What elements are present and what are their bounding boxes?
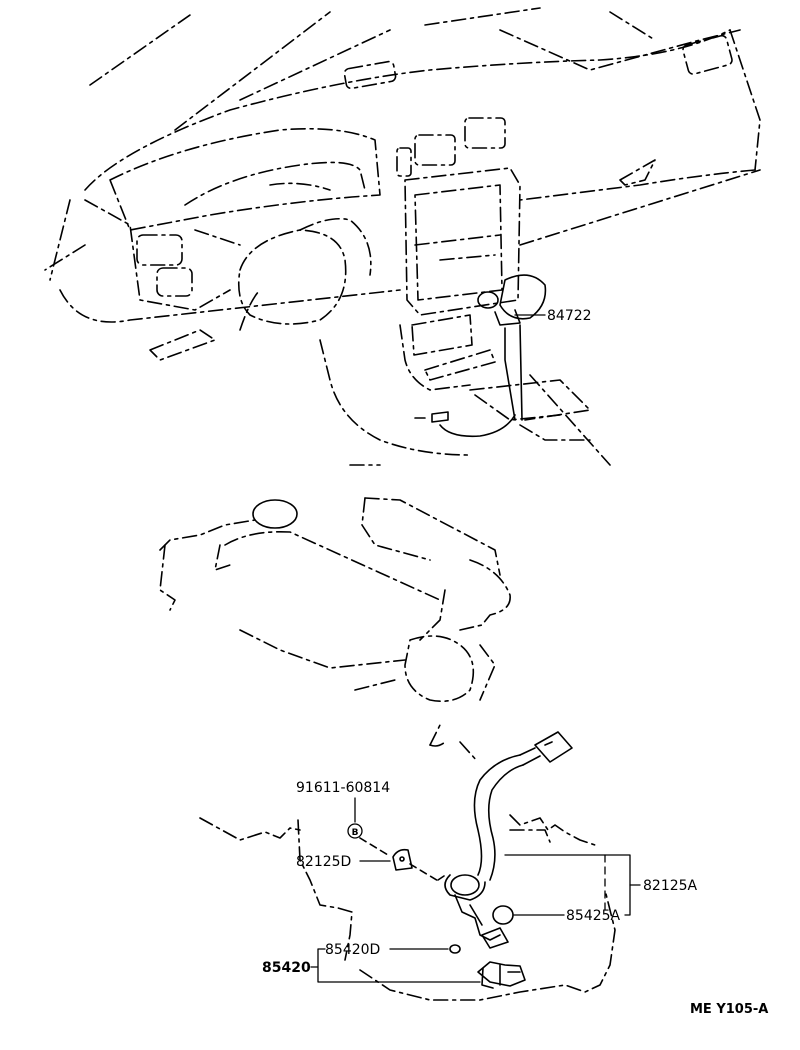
label-91611-60814: 91611-60814 xyxy=(296,780,390,796)
part-label-82125A: 82125A xyxy=(504,854,698,916)
leader-line-85420 xyxy=(310,948,481,983)
bolt-marker-letter: B xyxy=(352,828,359,838)
harness-illustration xyxy=(199,731,616,1001)
part-label-84722: 84722 xyxy=(514,308,592,324)
leader-line-82125A xyxy=(504,854,631,916)
part-label-85420D: 85420D xyxy=(325,942,449,958)
label-82125D: 82125D xyxy=(296,854,351,870)
bolt-marker-circle xyxy=(347,823,363,839)
dashboard-illustration xyxy=(44,7,761,466)
part-label-82125D: 82125D xyxy=(296,854,391,870)
diagram-code: ME Y105-A xyxy=(690,1002,768,1017)
part-label-85420: 85420 xyxy=(262,948,481,983)
label-85420: 85420 xyxy=(262,960,311,976)
label-85425A: 85425A xyxy=(566,908,621,924)
label-84722: 84722 xyxy=(547,308,592,324)
part-label-91611-60814: 91611-60814 B xyxy=(296,780,390,839)
part-label-85425A: 85425A xyxy=(513,908,621,924)
label-82125A: 82125A xyxy=(643,878,698,894)
engine-illustration xyxy=(159,497,511,763)
label-85420D: 85420D xyxy=(325,942,380,958)
